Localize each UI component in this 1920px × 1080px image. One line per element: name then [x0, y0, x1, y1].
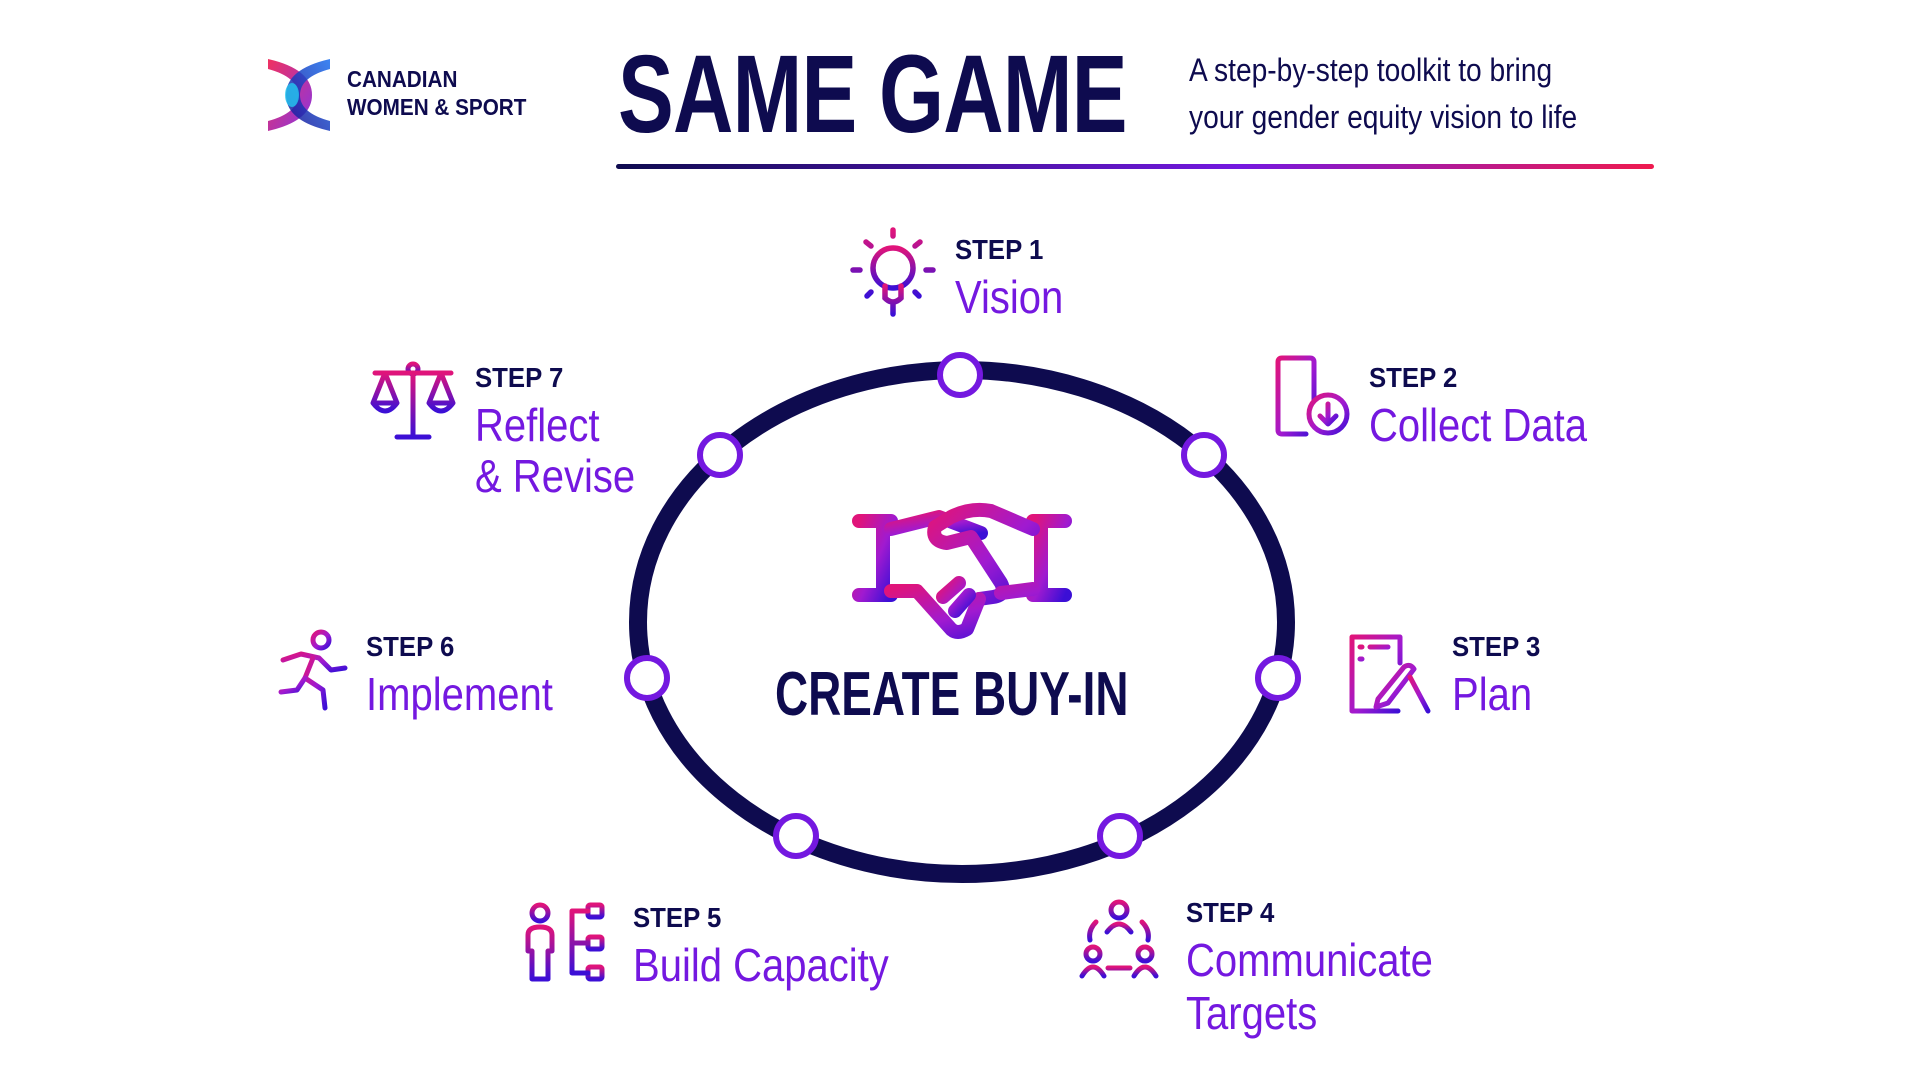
- header-divider: [616, 164, 1654, 169]
- page-title: SAME GAME: [618, 33, 1127, 156]
- running-person-icon: [278, 629, 348, 711]
- cycle-node-4: [1097, 813, 1143, 859]
- step-2-number: STEP 2: [1369, 362, 1458, 393]
- step-5-number: STEP 5: [633, 902, 722, 933]
- tablet-download-icon: [1275, 355, 1350, 437]
- handshake-icon: [852, 502, 1072, 639]
- lightbulb-icon: [850, 227, 936, 317]
- step-4-name-line1: Communicate: [1186, 934, 1433, 986]
- step-6-name: Implement: [366, 668, 553, 720]
- step-3-number: STEP 3: [1452, 631, 1541, 662]
- canadian-women-sport-logo: [268, 59, 330, 131]
- cycle-node-7: [697, 432, 743, 478]
- step-4-name-line2: Targets: [1186, 987, 1318, 1039]
- scales-icon: [370, 361, 456, 440]
- step-5-name: Build Capacity: [633, 939, 889, 991]
- subtitle-line2: your gender equity vision to life: [1189, 99, 1578, 135]
- subtitle-line1: A step-by-step toolkit to bring: [1189, 52, 1553, 88]
- brand-name-line2: WOMEN & SPORT: [347, 94, 527, 120]
- document-pen-icon: [1349, 634, 1431, 714]
- brand-name-line1: CANADIAN: [347, 66, 458, 92]
- cycle-node-3: [1255, 655, 1301, 701]
- person-org-chart-icon: [525, 902, 605, 982]
- step-4-number: STEP 4: [1186, 897, 1275, 928]
- step-7-number: STEP 7: [475, 362, 564, 393]
- step-2-name: Collect Data: [1369, 399, 1587, 451]
- step-3-name: Plan: [1452, 668, 1533, 720]
- step-6-number: STEP 6: [366, 631, 455, 662]
- cycle-node-6: [624, 655, 670, 701]
- people-network-icon: [1079, 899, 1159, 979]
- cycle-node-5: [773, 813, 819, 859]
- cycle-node-2: [1181, 432, 1227, 478]
- step-7-name-line1: Reflect: [475, 399, 600, 451]
- step-7-name-line2: & Revise: [475, 450, 636, 502]
- step-1-name: Vision: [955, 271, 1064, 323]
- step-1-number: STEP 1: [955, 234, 1044, 265]
- cycle-node-1: [937, 352, 983, 398]
- center-label: CREATE BUY-IN: [775, 660, 1129, 729]
